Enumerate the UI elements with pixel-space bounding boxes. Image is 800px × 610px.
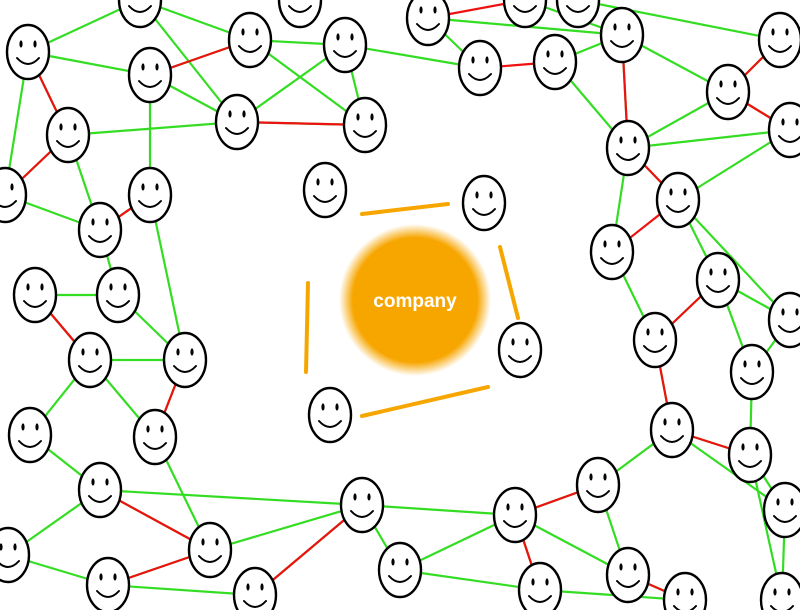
smiley-face-icon: [232, 566, 278, 610]
smiley-face-icon: [555, 0, 601, 29]
smiley-face-icon: [762, 481, 800, 539]
company-link-line: [304, 281, 310, 374]
smiley-face-icon: [757, 11, 800, 69]
smiley-face-icon: [649, 401, 695, 459]
smiley-face-icon: [405, 0, 451, 47]
company-connection-lines: [304, 202, 520, 418]
smiley-face-icon: [497, 321, 543, 379]
weak-link-line: [98, 488, 364, 507]
smiley-face-icon: [605, 119, 651, 177]
smiley-face-icon: [492, 486, 538, 544]
smiley-face-icon: [187, 521, 233, 579]
smiley-face-icon: [162, 331, 208, 389]
smiley-face-icon: [77, 201, 123, 259]
smiley-face-icon: [127, 166, 173, 224]
company-link-line: [360, 202, 450, 216]
company-link-line: [498, 245, 520, 320]
smiley-face-icon: [727, 426, 773, 484]
smiley-face-icon: [767, 101, 800, 159]
weak-link-line: [360, 503, 517, 517]
weak-link-line: [106, 583, 257, 597]
smiley-face-icon: [132, 408, 178, 466]
smiley-face-icon: [502, 0, 548, 29]
smiley-face-icon: [342, 96, 388, 154]
smiley-face-icon: [532, 33, 578, 91]
smiley-face-icon: [695, 251, 741, 309]
smiley-face-icon: [12, 266, 58, 324]
smiley-face-icon: [0, 526, 31, 584]
weak-link-line: [576, 0, 782, 42]
weak-link-line: [626, 128, 792, 150]
smiley-face-icon: [117, 0, 163, 29]
smiley-face-icon: [7, 406, 53, 464]
smiley-face-icon: [67, 331, 113, 389]
company-link-line: [360, 385, 490, 418]
smiley-face-icon: [322, 16, 368, 74]
smiley-face-icon: [77, 461, 123, 519]
smiley-face-icon: [599, 6, 645, 64]
weak-link-line: [398, 568, 542, 592]
smiley-face-icon: [127, 46, 173, 104]
weak-link-line: [343, 43, 482, 70]
smiley-face-icon: [662, 571, 708, 610]
smiley-face-icon: [605, 546, 651, 604]
smiley-face-icon: [277, 0, 323, 29]
smiley-face-icon: [517, 561, 563, 610]
smiley-face-icon: [95, 266, 141, 324]
smiley-face-icon: [377, 541, 423, 599]
weak-link-line: [148, 193, 187, 362]
company-blob: [339, 224, 491, 376]
smiley-face-icon: [461, 174, 507, 232]
smiley-face-icon: [457, 39, 503, 97]
smiley-face-icon: [759, 571, 800, 610]
weak-link-line: [676, 198, 792, 322]
smiley-face-icon: [705, 63, 751, 121]
smiley-face-icon: [575, 456, 621, 514]
smiley-face-icon: [227, 11, 273, 69]
company-label: company: [373, 291, 457, 312]
smiley-face-icon: [729, 343, 775, 401]
weak-link-line: [208, 503, 364, 552]
smiley-face-icon: [307, 386, 353, 444]
smiley-face-icon: [632, 311, 678, 369]
smiley-face-icon: [214, 93, 260, 151]
smiley-face-icon: [0, 166, 28, 224]
smiley-face-icon: [85, 556, 131, 610]
smiley-face-icon: [302, 161, 348, 219]
smiley-face-icon: [767, 291, 800, 349]
smiley-face-icon: [45, 106, 91, 164]
weak-link-line: [66, 120, 239, 137]
smiley-face-icon: [589, 223, 635, 281]
smiley-face-icon: [5, 23, 51, 81]
smiley-face-icon: [655, 171, 701, 229]
smiley-face-icon: [339, 476, 385, 534]
company-hub: company: [339, 224, 491, 376]
